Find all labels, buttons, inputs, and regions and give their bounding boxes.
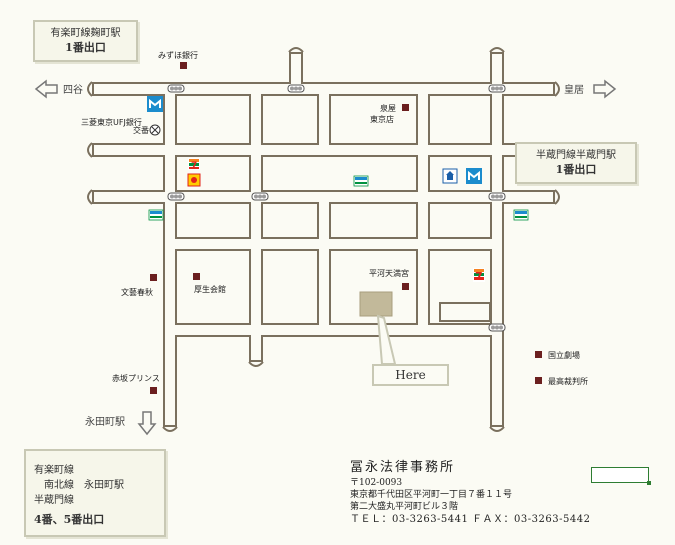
traffic-signal-icon bbox=[251, 192, 269, 201]
traffic-signal-icon bbox=[488, 192, 506, 201]
koban-icon bbox=[149, 124, 161, 136]
phone-icon bbox=[148, 209, 164, 221]
landmark-marker bbox=[535, 351, 542, 358]
landmark-izumiya: 泉屋 bbox=[380, 103, 396, 113]
traffic-signal-icon bbox=[488, 84, 506, 93]
office-tel-fax: ＴＥＬ：03-3263-5441 ＦＡＸ：03-3263-5442 bbox=[350, 514, 591, 525]
metro-icon bbox=[466, 168, 482, 184]
landmark-bungei: 文藝春秋 bbox=[121, 287, 153, 297]
arrow-left-icon bbox=[34, 79, 58, 99]
landmark-mufg: 三菱東京UFJ銀行 bbox=[81, 117, 142, 127]
landmark-marker bbox=[150, 274, 157, 281]
metro-icon bbox=[147, 96, 163, 112]
traffic-signals bbox=[167, 84, 506, 332]
bank-icon bbox=[187, 173, 201, 187]
landmark-marker bbox=[180, 62, 187, 69]
station-line: 南北線 永田町駅 bbox=[44, 480, 124, 491]
station-line: 有楽町線麹町駅 bbox=[50, 28, 121, 39]
station-exit: 1番出口 bbox=[65, 41, 106, 54]
arrow-right-icon bbox=[593, 79, 617, 99]
station-box-hanzomon: 半蔵門線半蔵門駅 1番出口 bbox=[515, 142, 637, 184]
landmark-marker bbox=[402, 104, 409, 111]
direction-east-label: 皇居 bbox=[564, 83, 584, 96]
station-line: 有楽町線 bbox=[34, 465, 74, 476]
arrow-down-icon bbox=[137, 411, 157, 436]
svg-text:7: 7 bbox=[191, 161, 197, 171]
office-postal: 〒102-0093 bbox=[350, 478, 403, 488]
station-exit: 1番出口 bbox=[555, 163, 597, 176]
svg-text:7: 7 bbox=[475, 270, 483, 283]
resize-handle[interactable] bbox=[647, 481, 651, 485]
station-line: 半蔵門線半蔵門駅 bbox=[536, 150, 616, 161]
target-building bbox=[359, 291, 393, 317]
landmark-izumiya-branch: 東京店 bbox=[370, 114, 394, 124]
phone-icon bbox=[353, 175, 369, 187]
post-office-icon bbox=[442, 168, 458, 184]
landmark-koban: 交番 bbox=[133, 125, 149, 135]
landmark-supreme-court: 最高裁判所 bbox=[548, 376, 588, 386]
landmark-national-theatre: 国立劇場 bbox=[548, 350, 580, 360]
landmark-hirakawa: 平河天満宮 bbox=[369, 268, 409, 278]
landmark-marker bbox=[193, 273, 200, 280]
office-name: 冨永法律事務所 bbox=[350, 460, 456, 475]
road-network bbox=[87, 47, 560, 432]
phone-icon bbox=[513, 209, 529, 221]
traffic-signal-icon bbox=[167, 192, 185, 201]
traffic-signal-icon bbox=[488, 323, 506, 332]
station-exit: 4番、5番出口 bbox=[34, 513, 105, 526]
office-address-1: 東京都千代田区平河町一丁目７番１１号 bbox=[350, 490, 513, 500]
landmark-marker bbox=[535, 377, 542, 384]
direction-west-label: 四谷 bbox=[63, 84, 83, 96]
office-address-2: 第二大盛丸平河町ビル３階 bbox=[350, 502, 459, 512]
landmark-marker bbox=[150, 387, 157, 394]
station-line: 半蔵門線 bbox=[34, 495, 74, 506]
landmark-kosei: 厚生会館 bbox=[194, 284, 226, 294]
station-box-nagatacho: 有楽町線 南北線 永田町駅 半蔵門線 4番、5番出口 bbox=[24, 449, 166, 537]
traffic-signal-icon bbox=[167, 84, 185, 93]
seven-eleven-icon: 7 bbox=[473, 268, 485, 283]
station-box-kojimachi: 有楽町線麹町駅 1番出口 bbox=[33, 20, 138, 62]
traffic-signal-icon bbox=[287, 84, 305, 93]
direction-south-label: 永田町駅 bbox=[85, 415, 125, 428]
landmark-marker bbox=[402, 283, 409, 290]
landmark-akasaka: 赤坂プリンス bbox=[112, 373, 160, 383]
office-info: 冨永法律事務所 〒102-0093 東京都千代田区平河町一丁目７番１１号 第二大… bbox=[350, 459, 650, 527]
here-label: Here bbox=[372, 364, 449, 386]
selection-rectangle[interactable] bbox=[591, 467, 651, 485]
landmark-mizuho: みずほ銀行 bbox=[158, 50, 198, 60]
seven-eleven-icon: 7 bbox=[188, 158, 200, 171]
